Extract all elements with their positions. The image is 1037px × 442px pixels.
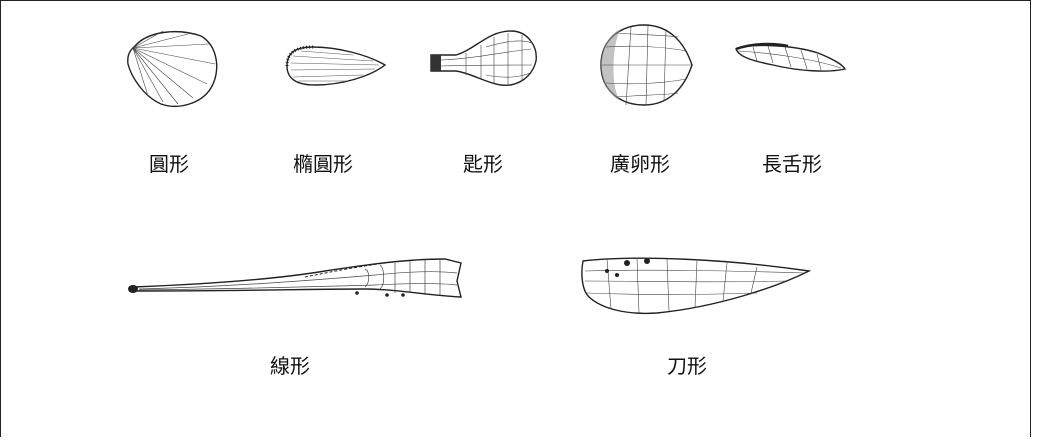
knife-shape-drawing: [581, 257, 812, 315]
round-shape-drawing: [127, 30, 218, 107]
wide-ovate-label: 廣卵形: [610, 152, 670, 176]
spoon-label: 匙形: [463, 152, 503, 176]
linear-label: 線形: [270, 354, 310, 378]
round-label: 圓形: [149, 152, 189, 176]
knife-label: 刀形: [667, 354, 707, 378]
elliptic-shape-drawing: [285, 45, 387, 86]
spoon-shape-drawing: [430, 30, 537, 86]
linear-shape-drawing: [128, 258, 462, 298]
elliptic-label: 橢圓形: [293, 152, 353, 176]
long-tongue-label: 長舌形: [762, 152, 822, 176]
long-tongue-shape-drawing: [735, 42, 847, 72]
wide-ovate-shape-drawing: [600, 24, 693, 106]
